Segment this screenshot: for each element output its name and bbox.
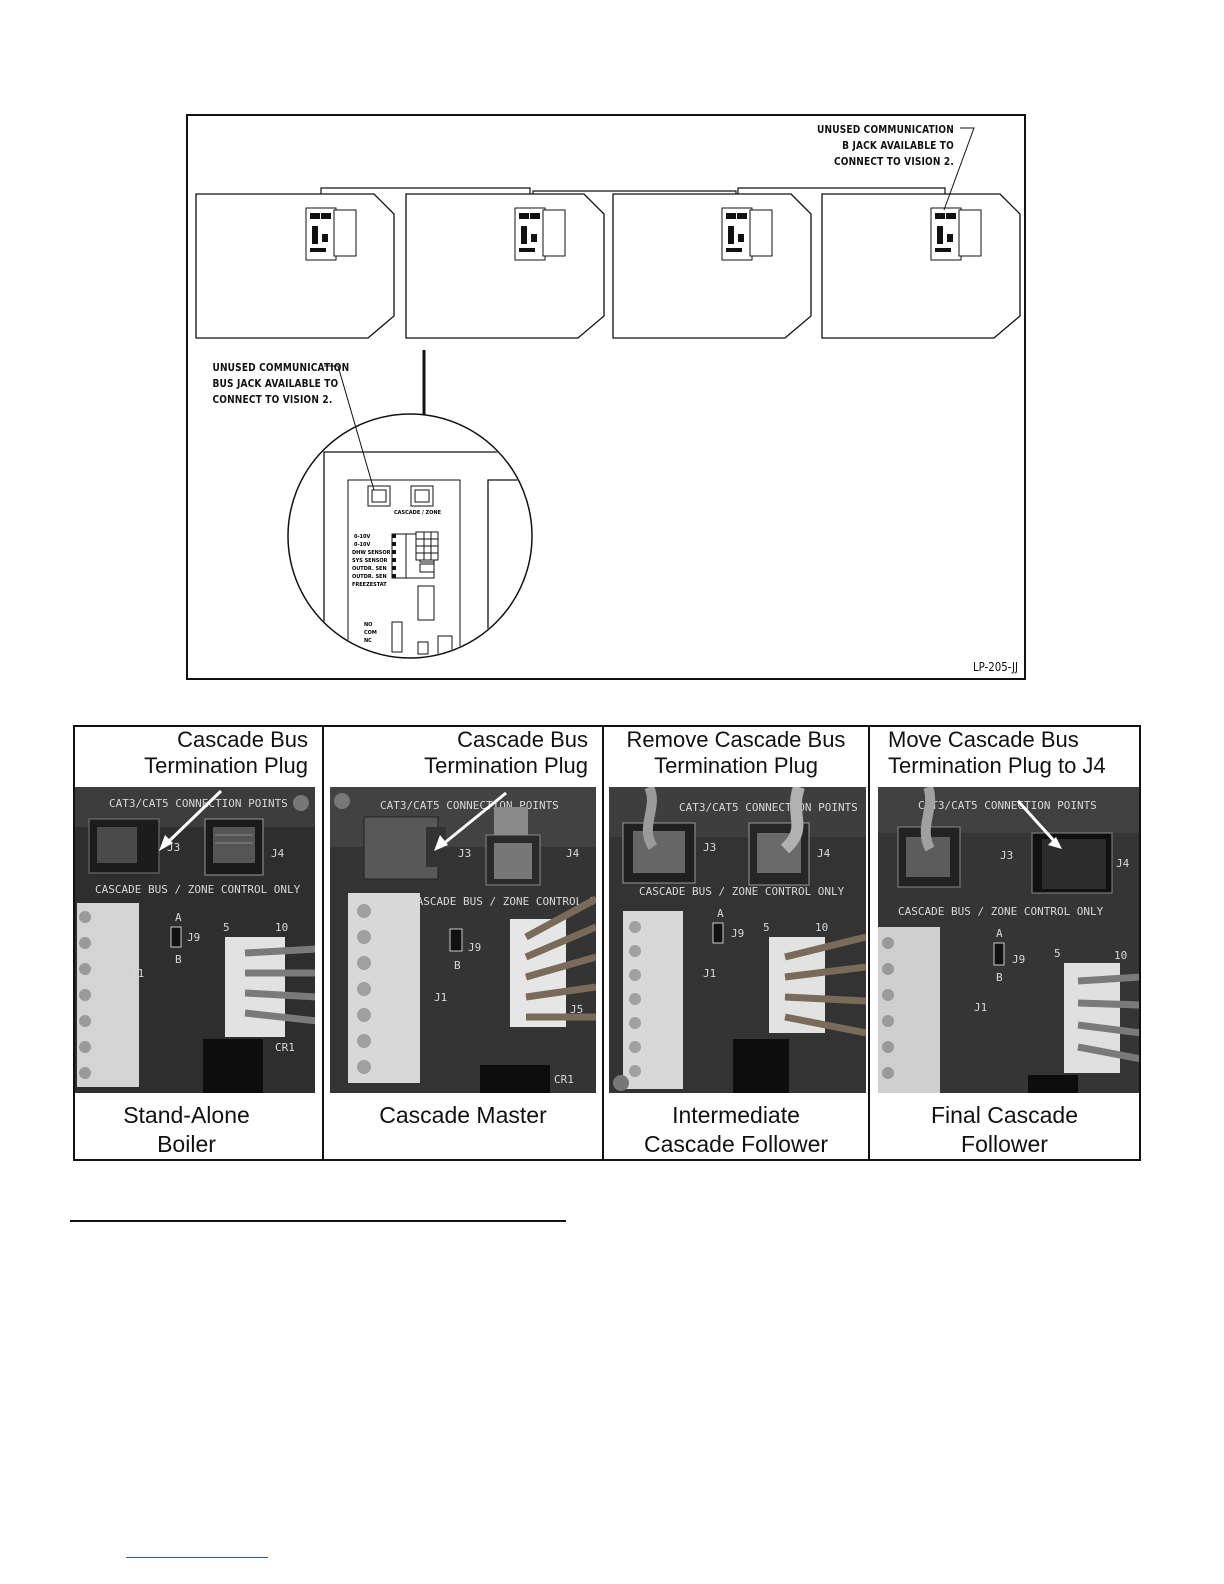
svg-text:SYS SENSOR: SYS SENSOR (352, 558, 388, 564)
panel-caption-line: Intermediate (672, 1102, 800, 1128)
panel-caption-line: Follower (961, 1131, 1048, 1157)
panel-title-line: Termination Plug (144, 753, 308, 778)
callout-left-line: UNUSED COMMUNICATION (212, 361, 350, 374)
panel-caption-line: Stand-Alone (123, 1102, 250, 1128)
boiler-board-2 (405, 193, 605, 339)
photo-label: J1 (434, 991, 447, 1004)
svg-text:FREEZESTAT: FREEZESTAT (352, 582, 387, 588)
photo-label: J3 (1000, 849, 1013, 862)
photo-label: 10 (815, 921, 828, 934)
photo-label: CASCADE BUS / ZONE CONTROL ONLY (410, 895, 596, 908)
callout-top-text: UNUSED COMMUNICATION B JACK AVAILABLE TO… (817, 122, 954, 170)
photo-label: CAT3/CAT5 CONNECTION POINTS (380, 799, 559, 812)
panel-title: Cascade Bus Termination Plug (75, 727, 322, 787)
panel-final-follower: Move Cascade Bus Termination Plug to J4 … (870, 727, 1139, 1159)
photo-label: J1 (974, 1001, 987, 1014)
photo-label: J5 (570, 1003, 583, 1016)
photo-label: J4 (271, 847, 285, 860)
photo-label: 5 (223, 921, 230, 934)
section-divider (70, 1220, 566, 1222)
panel-title: Remove Cascade Bus Termination Plug (604, 727, 868, 787)
boiler-board-1 (195, 193, 395, 339)
panel-intermediate-follower: Remove Cascade Bus Termination Plug CAT3… (604, 727, 870, 1159)
callout-top-line: UNUSED COMMUNICATION (817, 123, 954, 136)
photo-label: J3 (703, 841, 716, 854)
photo-label: J4 (566, 847, 580, 860)
panel-caption: Stand-Alone Boiler (51, 1101, 322, 1159)
photo-label: J3 (458, 847, 471, 860)
diagram-drawing: CASCADE / ZONE 0-10V 0-10V DHW SENSOR SYS … (195, 127, 1021, 659)
link-underline (126, 1557, 268, 1558)
photo-label: J9 (468, 941, 481, 954)
photo-label: J4 (1116, 857, 1130, 870)
boiler-board-4 (821, 193, 1021, 339)
panel-title: Move Cascade Bus Termination Plug to J4 (870, 727, 1139, 787)
photo-label: 10 (1114, 949, 1127, 962)
photo-label: 5 (763, 921, 770, 934)
panel-stand-alone: Cascade Bus Termination Plug CAT3/CAT5 C… (75, 727, 324, 1159)
callout-left-text: UNUSED COMMUNICATION BUS JACK AVAILABLE … (212, 360, 350, 408)
photo-label: J9 (187, 931, 200, 944)
photo-label: J9 (731, 927, 744, 940)
panel-caption: Final Cascade Follower (870, 1101, 1139, 1159)
photo-label: A (717, 907, 724, 920)
cascade-wiring-diagram: CASCADE / ZONE 0-10V 0-10V DHW SENSOR SYS … (186, 114, 1026, 680)
panel-caption-line: Cascade Master (379, 1102, 547, 1128)
photo-label: CR1 (554, 1073, 574, 1086)
panel-title-line: Cascade Bus (457, 727, 588, 752)
panel-caption-line: Cascade Follower (643, 1131, 829, 1157)
svg-text:COM: COM (364, 630, 377, 636)
photo-final-follower: CAT3/CAT5 CONNECTION POINTS CASCADE BUS … (878, 787, 1139, 1093)
photo-cascade-master: CAT3/CAT5 CONNECTION POINTS CASCADE BUS … (330, 787, 596, 1093)
callout-left-line: BUS JACK AVAILABLE TO (212, 377, 339, 390)
photo-label: CAT3/CAT5 CONNECTION POINTS (679, 801, 858, 814)
svg-text:OUTDR. SEN: OUTDR. SEN (352, 574, 387, 580)
callout-top-line: CONNECT TO VISION 2. (834, 155, 954, 168)
photo-label: B (996, 971, 1003, 984)
photo-label: B (175, 953, 182, 966)
photo-label: B (454, 959, 461, 972)
panel-title-line: Move Cascade Bus (888, 727, 1079, 752)
panel-title-line: Termination Plug to J4 (888, 753, 1106, 778)
photo-label: J1 (703, 967, 716, 980)
panel-title-line: Cascade Bus (177, 727, 308, 752)
svg-text:NC: NC (364, 638, 372, 644)
photo-label: CASCADE BUS / ZONE CONTROL ONLY (639, 885, 845, 898)
panel-caption-line: Final Cascade (930, 1102, 1079, 1128)
photo-stand-alone: CAT3/CAT5 CONNECTION POINTS CASCADE BUS … (75, 787, 315, 1093)
svg-text:NO: NO (364, 622, 372, 628)
diagram-code: LP-205-JJ (972, 660, 1018, 674)
callout-left-line: CONNECT TO VISION 2. (212, 393, 333, 406)
panel-title: Cascade Bus Termination Plug (324, 727, 602, 787)
photo-label: CASCADE BUS / ZONE CONTROL ONLY (95, 883, 301, 896)
photo-intermediate-follower: CAT3/CAT5 CONNECTION POINTS CASCADE BUS … (609, 787, 866, 1093)
svg-text:0-10V: 0-10V (354, 542, 371, 548)
panel-cascade-master: Cascade Bus Termination Plug CAT3/CAT5 C… (324, 727, 604, 1159)
panel-caption: Intermediate Cascade Follower (604, 1101, 868, 1159)
svg-text:CASCADE / ZONE: CASCADE / ZONE (394, 510, 442, 516)
panel-caption-line: Boiler (157, 1131, 216, 1157)
photo-label: J9 (1012, 953, 1025, 966)
photo-label: A (175, 911, 182, 924)
photo-label: CR1 (275, 1041, 295, 1054)
photo-label: CAT3/CAT5 CONNECTION POINTS (918, 799, 1097, 812)
photo-label: CAT3/CAT5 CONNECTION POINTS (109, 797, 288, 810)
photo-label: J1 (131, 967, 144, 980)
photo-label: 10 (275, 921, 288, 934)
panel-title-line: Termination Plug (424, 753, 588, 778)
callout-top-line: B JACK AVAILABLE TO (842, 139, 954, 152)
boiler-board-3 (612, 193, 812, 339)
photo-label: CASCADE BUS / ZONE CONTROL ONLY (898, 905, 1104, 918)
photo-label: 5 (1054, 947, 1061, 960)
photo-label: A (996, 927, 1003, 940)
svg-text:OUTDR. SEN: OUTDR. SEN (352, 566, 387, 572)
panel-title-line: Remove Cascade Bus (626, 727, 846, 752)
panel-title-line: Termination Plug (654, 753, 818, 778)
panel-caption: Cascade Master (324, 1101, 602, 1130)
svg-text:0-10V: 0-10V (354, 534, 371, 540)
svg-text:DHW SENSOR: DHW SENSOR (352, 550, 391, 556)
photo-label: J4 (817, 847, 831, 860)
termination-plug-photo-strip: Cascade Bus Termination Plug CAT3/CAT5 C… (73, 725, 1141, 1161)
